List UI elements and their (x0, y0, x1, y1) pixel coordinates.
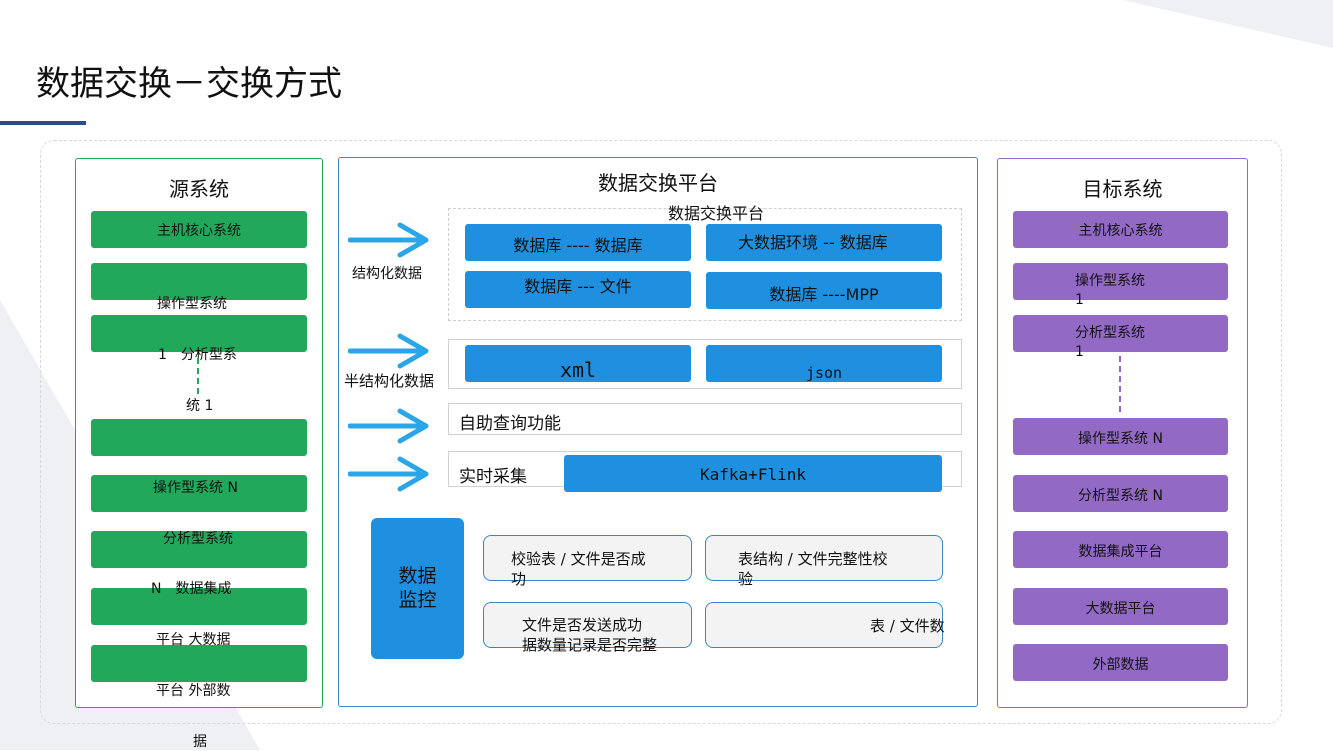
db-to-mpp-block[interactable]: 数据库 ----MPP (706, 272, 942, 309)
target-block-label: 操作型系统 1 (1075, 273, 1145, 308)
outer-frame (40, 140, 1282, 724)
bigdata-to-db-block[interactable]: 大数据环境 -- 数据库 (706, 224, 942, 261)
source-label-external: 平台 外部数 (156, 683, 231, 699)
target-block-label: 操作型系统 N (1078, 431, 1163, 447)
target-block-2[interactable]: 操作型系统 1 (1013, 263, 1228, 308)
source-block-label: 主机核心系统 (157, 223, 241, 239)
source-label-ana-n-a: 分析型系统 (163, 531, 233, 547)
source-label-external-tail: 据 (193, 734, 207, 750)
target-block-label: 大数据平台 (1085, 601, 1156, 617)
target-block-1[interactable]: 主机核心系统 (1013, 211, 1228, 248)
realtime-label: 实时采集 (459, 467, 527, 487)
target-system-heading: 目标系统 (1082, 177, 1163, 201)
structured-frame (448, 208, 962, 321)
source-label-ana-1a: 1 分析型系 (158, 347, 237, 363)
source-block-6[interactable] (91, 531, 307, 568)
target-block-4[interactable]: 操作型系统 N (1013, 418, 1228, 455)
self-service-frame[interactable]: 自助查询功能 (448, 403, 962, 435)
semi-structured-label: 半结构化数据 (344, 372, 435, 390)
source-label-ana-n-b: N 数据集成 (151, 581, 232, 597)
db-to-db-label: 数据库 ---- 数据库 (513, 236, 643, 255)
db-to-file-label: 数据库 --- 文件 (524, 277, 632, 296)
xml-label: xml (559, 358, 597, 382)
source-label-ops-1: 操作型系统 (157, 296, 227, 312)
db-to-file-block[interactable]: 数据库 --- 文件 (465, 271, 691, 308)
source-system-heading: 源系统 (169, 177, 229, 201)
check-structure-integrity[interactable]: 表结构 / 文件完整性校 验 (705, 535, 943, 588)
target-dashed-connector (1119, 356, 1121, 412)
source-label-ana-1b: 统 1 (186, 398, 214, 414)
json-label: json (805, 364, 843, 382)
xml-block[interactable]: xml (465, 345, 691, 382)
page-title: 数据交换－交换方式 (36, 64, 342, 104)
check-structure-integrity-label: 表结构 / 文件完整性校 验 (738, 550, 888, 588)
source-label-bigdata: 平台 大数据 (156, 632, 231, 648)
data-monitor-block[interactable]: 数据 监控 (371, 518, 464, 659)
source-block-5[interactable] (91, 475, 307, 512)
check-table-file-success[interactable]: 校验表 / 文件是否成 功 (483, 535, 692, 588)
target-block-label: 分析型系统 1 (1075, 325, 1145, 360)
source-block-2[interactable] (91, 263, 307, 300)
bigdata-to-db-label: 大数据环境 -- 数据库 (738, 233, 888, 252)
check-file-count-label: 表 / 文件数 (870, 617, 945, 635)
kafka-flink-block[interactable]: Kafka+Flink (564, 455, 942, 492)
semi-structured-arrow-icon (348, 333, 429, 369)
source-block-8[interactable] (91, 645, 307, 682)
source-block-4[interactable] (91, 419, 307, 456)
target-block-label: 外部数据 (1092, 657, 1149, 673)
target-block-8[interactable]: 外部数据 (1013, 644, 1228, 681)
structured-arrow-icon (348, 222, 429, 258)
target-block-label: 分析型系统 N (1078, 488, 1163, 504)
structured-frame-heading: 数据交换平台 (667, 204, 764, 223)
realtime-arrow-icon (348, 456, 429, 492)
target-block-6[interactable]: 数据集成平台 (1013, 531, 1228, 568)
data-monitor-label: 数据 监控 (398, 565, 437, 611)
exchange-platform-heading: 数据交换平台 (598, 171, 718, 195)
db-to-mpp-label: 数据库 ----MPP (769, 285, 879, 304)
self-service-label: 自助查询功能 (459, 414, 561, 434)
target-block-7[interactable]: 大数据平台 (1013, 588, 1228, 625)
db-to-db-block[interactable]: 数据库 ---- 数据库 (465, 224, 691, 261)
target-block-3[interactable]: 分析型系统 1 (1013, 315, 1228, 360)
source-block-7[interactable] (91, 588, 307, 625)
source-dashed-connector (197, 358, 199, 394)
title-accent-bar (0, 121, 86, 125)
check-file-sent[interactable]: 文件是否发送成功 据数量记录是否完整 (483, 602, 692, 654)
json-block[interactable]: json (706, 345, 942, 382)
self-service-arrow-icon (348, 408, 429, 444)
source-block-1[interactable]: 主机核心系统 (91, 211, 307, 248)
target-block-label: 数据集成平台 (1078, 544, 1163, 560)
check-table-file-success-label: 校验表 / 文件是否成 功 (511, 550, 646, 588)
structured-label: 结构化数据 (352, 266, 422, 282)
target-block-5[interactable]: 分析型系统 N (1013, 475, 1228, 512)
semi-structured-frame (448, 339, 962, 389)
source-block-3[interactable] (91, 315, 307, 352)
target-block-label: 主机核心系统 (1078, 223, 1163, 239)
check-file-count[interactable]: 表 / 文件数 (705, 602, 945, 648)
check-file-sent-label: 文件是否发送成功 据数量记录是否完整 (522, 616, 658, 654)
kafka-flink-label: Kafka+Flink (700, 465, 806, 484)
source-label-ops-n: 操作型系统 N (153, 480, 238, 496)
background-shape-right (1123, 0, 1333, 48)
